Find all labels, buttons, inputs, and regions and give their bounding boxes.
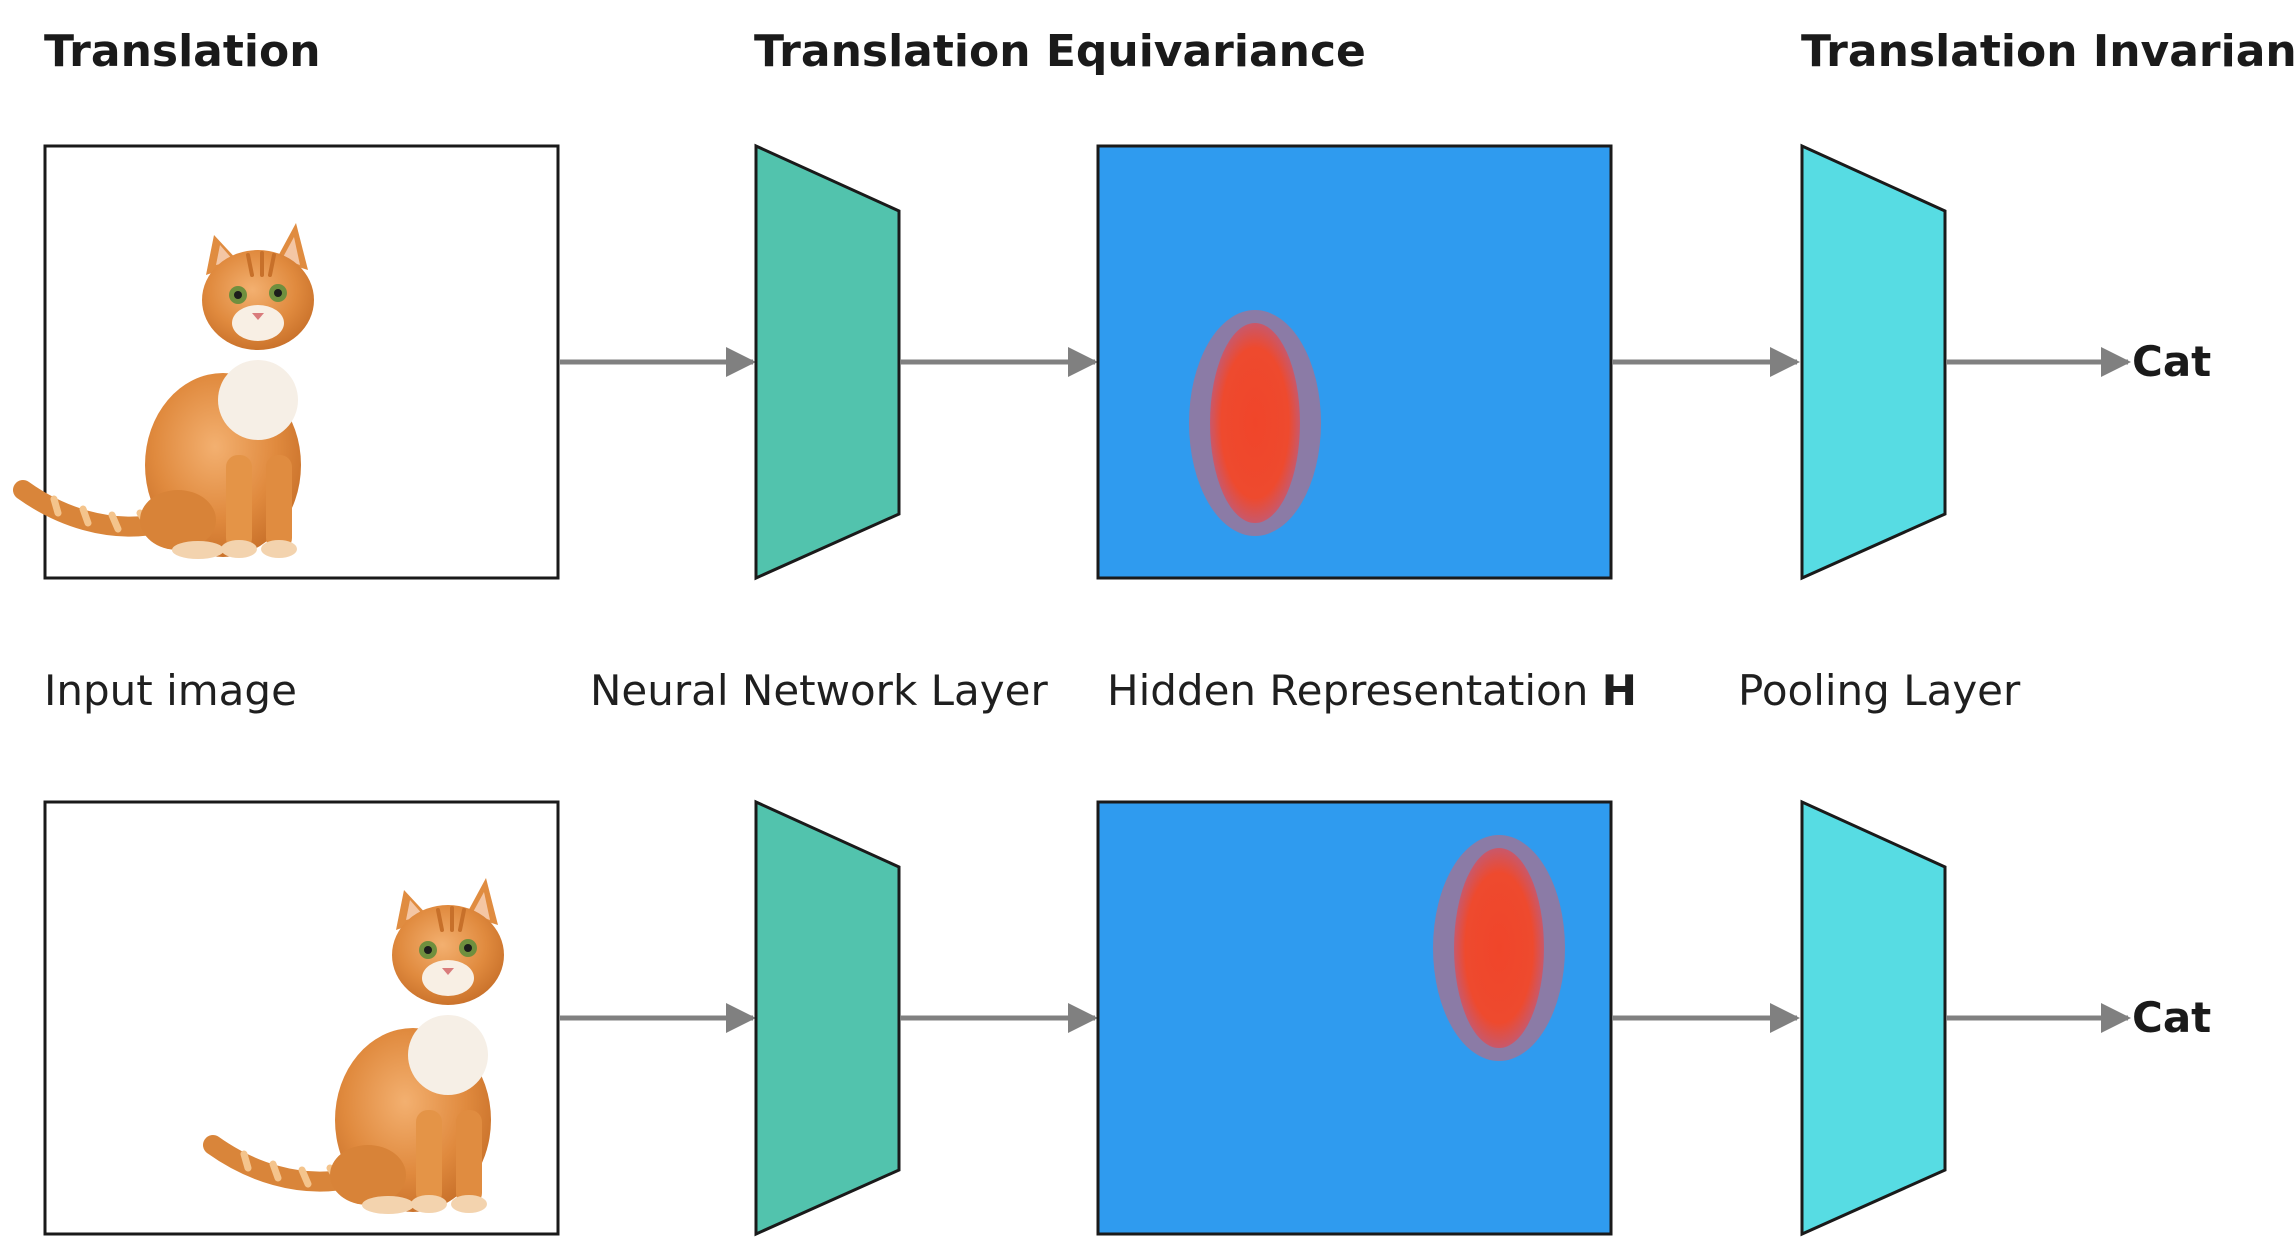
output-label-2: Cat (2132, 993, 2212, 1042)
activation-blob-2 (1454, 848, 1544, 1048)
caption-hidden-representation-text: Hidden Representation (1107, 666, 1602, 715)
pooling-layer-trapezoid-2 (1800, 799, 1947, 1237)
heading-translation-invariance: Translation Invariance (1801, 26, 2295, 77)
pooling-layer-trapezoid-1 (1800, 143, 1947, 581)
hidden-rep-1 (1096, 144, 1613, 580)
heading-translation-equivariance: Translation Equivariance (754, 26, 1366, 77)
nn-layer-trapezoid-2 (754, 799, 901, 1237)
caption-input-image: Input image (44, 666, 297, 715)
heading-translation: Translation (44, 26, 321, 77)
activation-blob-1 (1210, 323, 1300, 523)
output-label-1: Cat (2132, 337, 2212, 386)
row-1 (23, 143, 2131, 581)
caption-hidden-representation: Hidden Representation H (1107, 663, 1637, 719)
input-image-frame-1 (43, 144, 560, 580)
caption-neural-network-layer: Neural Network Layer (590, 666, 1048, 715)
caption-hidden-representation-symbol: H (1601, 666, 1637, 715)
nn-layer-trapezoid-1 (754, 143, 901, 581)
caption-pooling-layer: Pooling Layer (1738, 666, 2021, 715)
row-2 (43, 799, 2131, 1237)
